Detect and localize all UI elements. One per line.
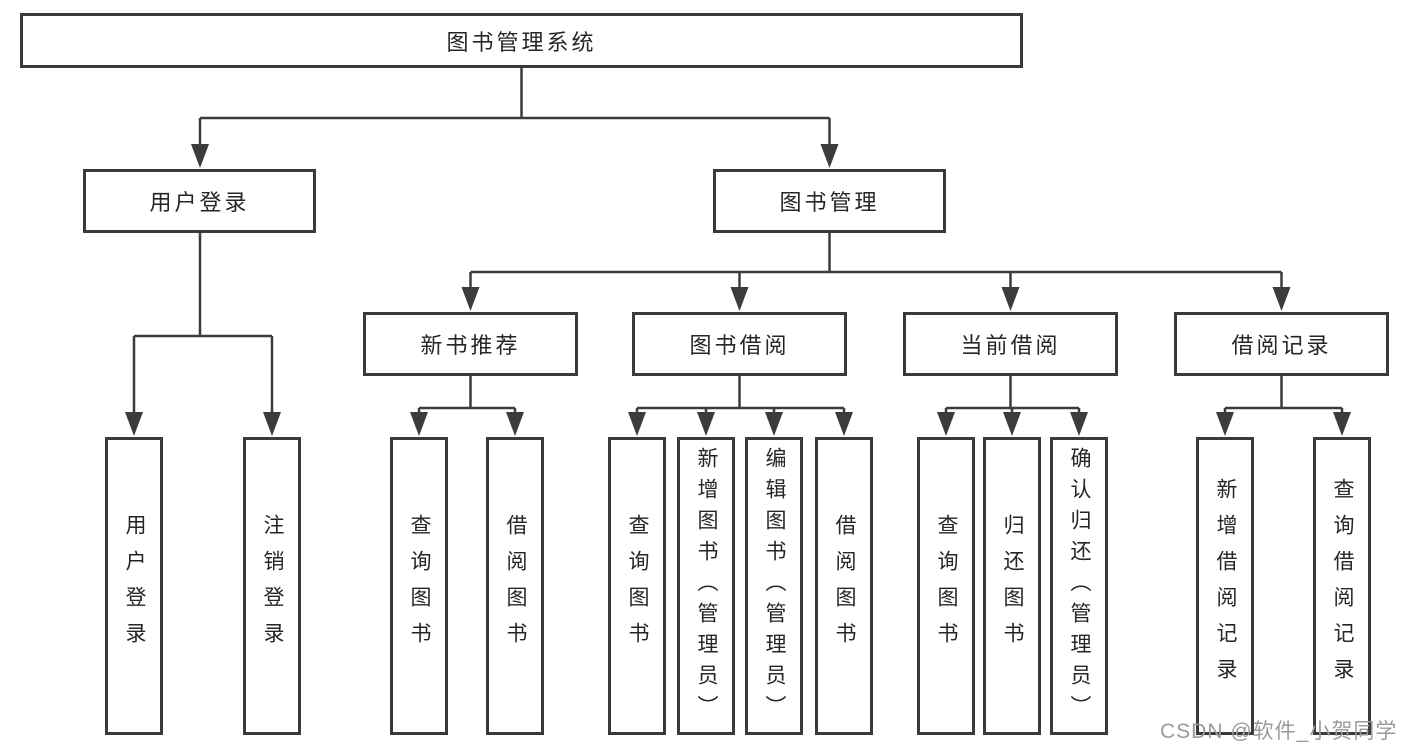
arrowhead-current-borrow <box>1001 287 1020 311</box>
arrowhead-recommend-borrow-book <box>506 412 524 436</box>
arrowhead-book-borrow <box>730 287 749 311</box>
arrowhead-book-mgmt <box>820 144 839 168</box>
leaf-records-query-record: 查询借阅记录 <box>1313 437 1371 735</box>
arrowhead-borrow-borrow-book <box>835 412 853 436</box>
arrowhead-leaf-logout <box>263 412 281 436</box>
node-borrow-records: 借阅记录 <box>1174 312 1389 376</box>
arrowhead-current-return-book <box>1003 412 1021 436</box>
leaf-borrow-borrow-book: 借阅图书 <box>815 437 873 735</box>
node-book-borrow: 图书借阅 <box>632 312 847 376</box>
leaf-current-confirm-return: 确认归还（管理员） <box>1050 437 1108 735</box>
arrowhead-leaf-user-login <box>125 412 143 436</box>
leaf-borrow-add-book: 新增图书（管理员） <box>677 437 735 735</box>
leaf-logout: 注销登录 <box>243 437 301 735</box>
node-new-book-recommend: 新书推荐 <box>363 312 578 376</box>
arrowhead-new-book-recommend <box>461 287 480 311</box>
leaf-current-query-book: 查询图书 <box>917 437 975 735</box>
arrowhead-borrow-query-book <box>628 412 646 436</box>
arrowhead-current-query-book <box>937 412 955 436</box>
arrowhead-borrow-records <box>1272 287 1291 311</box>
node-current-borrow: 当前借阅 <box>903 312 1118 376</box>
arrowhead-current-confirm-return <box>1070 412 1088 436</box>
arrowhead-borrow-edit-book <box>765 412 783 436</box>
leaf-records-add-record: 新增借阅记录 <box>1196 437 1254 735</box>
leaf-user-login: 用户登录 <box>105 437 163 735</box>
node-user-login: 用户登录 <box>83 169 316 233</box>
leaf-borrow-query-book: 查询图书 <box>608 437 666 735</box>
node-root: 图书管理系统 <box>20 13 1023 68</box>
csdn-watermark: CSDN @软件_小贺同学 <box>1160 720 1398 743</box>
arrowhead-user-login <box>191 144 209 168</box>
leaf-recommend-query-book: 查询图书 <box>390 437 448 735</box>
leaf-current-return-book: 归还图书 <box>983 437 1041 735</box>
arrowhead-recommend-query-book <box>410 412 428 436</box>
arrowhead-records-add-record <box>1216 412 1234 436</box>
arrowhead-records-query-record <box>1333 412 1351 436</box>
leaf-recommend-borrow-book: 借阅图书 <box>486 437 544 735</box>
arrowheads <box>125 144 1351 436</box>
leaf-borrow-edit-book: 编辑图书（管理员） <box>745 437 803 735</box>
node-book-mgmt: 图书管理 <box>713 169 946 233</box>
arrowhead-borrow-add-book <box>697 412 715 436</box>
